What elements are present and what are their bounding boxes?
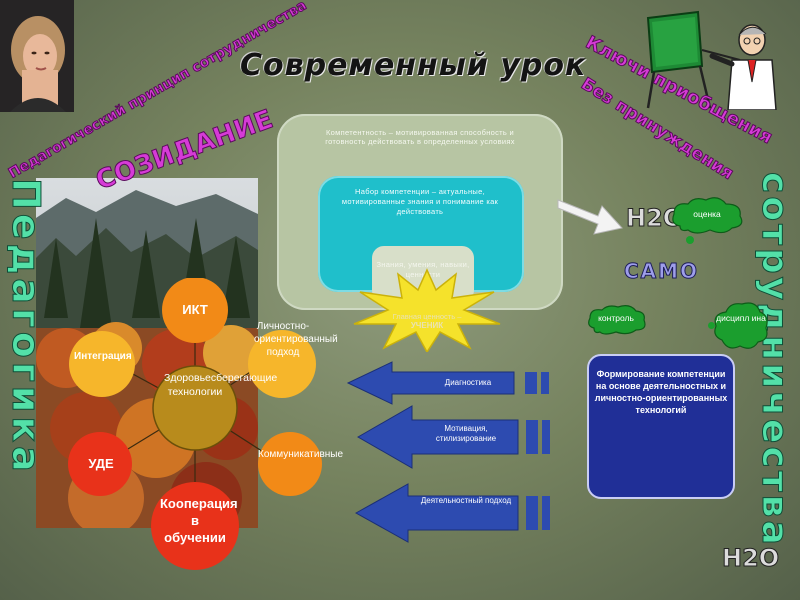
competence-formation-text: Формирование компетенции на основе деяте…: [594, 368, 728, 417]
main-value-star: [352, 268, 502, 352]
petal-integration: Интеграция: [74, 350, 130, 363]
cloud-dot: [708, 322, 715, 329]
competence-middle-text: Набор компетенции – актуальные, мотивиро…: [330, 187, 510, 216]
arrow-motivation-label: Мотивация, стилизирование: [416, 424, 516, 444]
teacher-photo: [0, 0, 74, 112]
arrow-motivation-tail-2: [542, 420, 550, 454]
cloud-discipline-label: дисципл ина: [716, 314, 766, 324]
slide-title: Современный урок: [240, 48, 586, 83]
arrow-activity-tail-2: [542, 496, 550, 530]
arrow-activity: [354, 482, 520, 544]
arrow-diagnostics-tail-1: [525, 372, 537, 394]
petal-personal-oriented: Личностно-ориентированный подход: [254, 320, 312, 359]
cloud-control-label: контроль: [584, 314, 648, 324]
arrow-activity-label: Деятельностный подход: [416, 496, 516, 506]
cloud-discipline: [712, 300, 770, 352]
radial-center-label: Здоровьесберегающие технологии: [164, 372, 226, 399]
arrow-diagnostics-tail-2: [541, 372, 549, 394]
arrow-motivation-tail-1: [526, 420, 538, 454]
cloud-assessment-label: оценка: [672, 210, 742, 220]
samo-label: САМО: [624, 259, 699, 283]
arrow-activity-tail-1: [526, 496, 538, 530]
teacher-pointing-clipart: [640, 10, 790, 110]
petal-communicative: Коммуникативные: [258, 448, 320, 461]
competence-outer-text: Компетентность – мотивированная способно…: [320, 128, 520, 147]
cloud-dot: [686, 236, 694, 244]
petal-cooperation: Кооперация в обучении: [160, 496, 230, 547]
main-value-text: Главная ценность – УЧЕНИК: [370, 312, 484, 331]
petal-ikt: ИКТ: [170, 302, 220, 319]
right-pointing-arrow: [556, 190, 626, 240]
h2o-bottom-label: H2O: [722, 544, 779, 572]
petal-ude: УДЕ: [74, 456, 128, 473]
pedagogy-vertical-text: Педагогика: [4, 178, 48, 476]
arrow-diagnostics-label: Диагностика: [420, 378, 516, 388]
cooperation-vertical-text: сотрудничества: [754, 172, 795, 548]
main-value-line2: УЧЕНИК: [370, 321, 484, 331]
main-value-line1: Главная ценность –: [370, 312, 484, 321]
